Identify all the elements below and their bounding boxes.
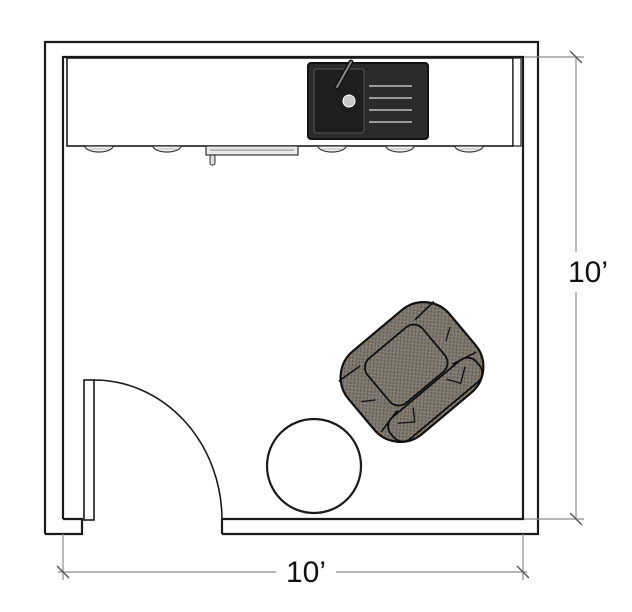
- dimension-tick: [569, 512, 583, 526]
- drawer-handle-icon: [205, 145, 299, 166]
- round-table: [265, 417, 363, 515]
- width-dimension-label: 10’: [286, 556, 326, 589]
- counter-top: [66, 57, 514, 147]
- dimension-tick: [569, 50, 583, 64]
- armchair-seat-cushion: [364, 323, 449, 407]
- wall-left-stub: [45, 517, 84, 536]
- dimension-tick: [56, 565, 70, 579]
- height-dimension-label: 10’: [568, 256, 608, 289]
- light-icon: [152, 145, 182, 153]
- cabinet-lights: [84, 145, 484, 153]
- light-icon: [385, 145, 415, 153]
- armchair-backrest: [387, 356, 484, 443]
- wall-outline-inner: [61, 55, 525, 521]
- door-leaf: [83, 379, 95, 521]
- armchair-arm-left: [338, 365, 398, 433]
- light-icon: [454, 145, 484, 153]
- armchair-arm-right: [414, 300, 477, 365]
- sink: [307, 59, 429, 140]
- door: [83, 379, 223, 521]
- sink-basin: [313, 68, 365, 134]
- wall-outline-outer: [43, 40, 540, 536]
- armchair-creases: [361, 326, 466, 424]
- light-icon: [84, 145, 114, 153]
- sink-drainboard: [369, 85, 412, 123]
- counter-end-panel: [512, 57, 522, 147]
- door-swing-arc: [93, 379, 223, 521]
- dimension-tick: [516, 565, 530, 579]
- sink-drain-icon: [342, 94, 356, 108]
- armchair: [338, 300, 485, 443]
- height-dimension: 10’: [524, 50, 608, 526]
- counter: [66, 57, 522, 147]
- light-icon: [317, 145, 347, 153]
- faucet-icon: [334, 59, 354, 90]
- width-dimension: 10’: [56, 534, 530, 589]
